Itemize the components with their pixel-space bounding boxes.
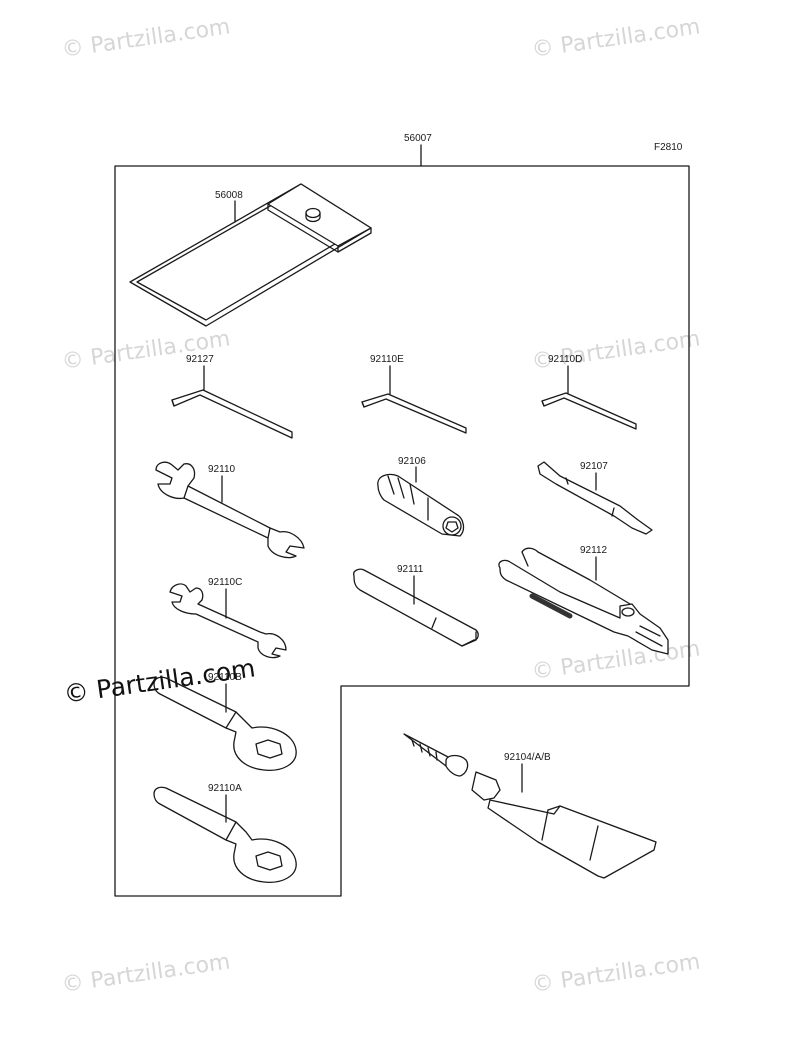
hex-wrench-large-drawing xyxy=(171,389,293,439)
open-end-wrench-small-drawing xyxy=(169,583,287,659)
part-label-tool-bag: 56008 xyxy=(215,190,243,201)
part-label-screwdriver-bit: 92107 xyxy=(580,461,608,472)
part-label-open-end-wrench-large: 92110 xyxy=(208,464,236,475)
extension-bar-drawing xyxy=(353,568,479,647)
part-label-socket-adapter: 92106 xyxy=(398,456,426,467)
part-label-box-wrench-a: 92110A xyxy=(208,783,242,794)
part-label-box-wrench-b: 92110B xyxy=(208,672,242,683)
assembly-part-number: 56007 xyxy=(404,133,432,144)
part-label-tire-repair-kit: 92104/A/B xyxy=(504,752,551,763)
part-label-hex-wrench-medium: 92110E xyxy=(370,354,404,365)
tool-bag-drawing xyxy=(129,183,372,327)
part-label-hex-wrench-small: 92110D xyxy=(548,354,582,365)
box-wrench-a-drawing xyxy=(153,786,297,883)
socket-adapter-drawing xyxy=(377,473,465,537)
open-end-wrench-large-drawing xyxy=(155,461,305,559)
hex-wrench-medium-drawing xyxy=(361,393,467,434)
assembly-outline xyxy=(114,165,690,897)
diagram-ref-code: F2810 xyxy=(654,142,683,153)
pliers-drawing xyxy=(498,547,669,655)
hex-wrench-small-drawing xyxy=(541,392,637,430)
part-label-hex-wrench-large: 92127 xyxy=(186,354,214,365)
tire-repair-kit-drawing xyxy=(403,733,657,879)
part-label-pliers: 92112 xyxy=(580,545,608,556)
part-label-extension-bar: 92111 xyxy=(397,564,424,575)
box-wrench-b-drawing xyxy=(153,676,297,771)
part-label-open-end-wrench-small: 92110C xyxy=(208,577,242,588)
screwdriver-bit-drawing xyxy=(537,461,653,535)
